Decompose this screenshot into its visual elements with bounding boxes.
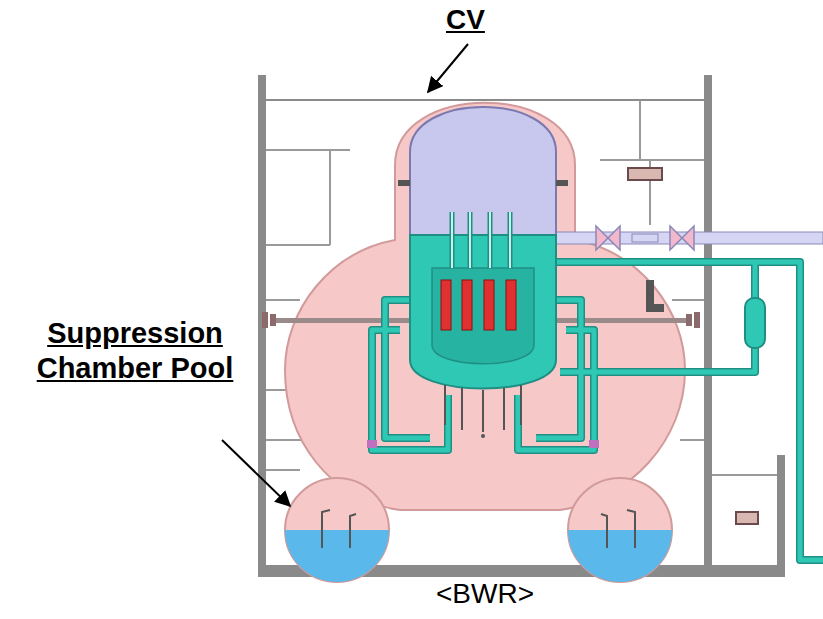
main-steam-line (632, 234, 658, 242)
main-steam-line (596, 226, 620, 250)
leader-arrow (222, 440, 290, 506)
shield-bar (686, 314, 692, 326)
suppression-pool (285, 478, 672, 582)
coolant-piping (367, 262, 823, 560)
reactor-pressure-vessel (488, 212, 493, 268)
reactor-pressure-vessel (461, 388, 463, 430)
main-steam-line (556, 226, 823, 250)
suppression-pool (322, 510, 635, 548)
equipment-symbol (628, 168, 662, 180)
coolant-piping (372, 262, 823, 560)
reactor-building (712, 474, 777, 476)
suppression-pool (601, 510, 635, 548)
reactor-pressure-vessel (450, 212, 455, 268)
reactor-building (329, 150, 331, 245)
reactor-pressure-vessel (410, 107, 556, 235)
suppression-pool (322, 510, 356, 548)
reactor-pressure-vessel (489, 212, 491, 268)
reactor-pressure-vessel (451, 212, 453, 268)
coolant-piping (367, 440, 377, 448)
reactor-pressure-vessel (482, 390, 484, 432)
reactor-pressure-vessel (503, 388, 505, 430)
reactor-pressure-vessel (445, 385, 521, 432)
reactor-pressure-vessel (506, 280, 516, 330)
reactor-building (266, 439, 305, 441)
equipment-symbol (628, 168, 758, 524)
coolant-piping (745, 298, 765, 348)
reactor-building (680, 439, 704, 441)
reactor-pressure-vessel (462, 280, 472, 330)
reactor-pressure-vessel (441, 280, 451, 330)
equipment-symbol (646, 280, 664, 312)
reactor-building (266, 299, 300, 301)
coolant-piping (589, 440, 599, 448)
reactor-building (672, 299, 704, 301)
reactor-building (266, 244, 330, 246)
reactor-pressure-vessel (410, 235, 556, 389)
diagram-caption: <BWR> (385, 578, 585, 610)
suppression-pool (568, 530, 672, 582)
reactor-building (600, 159, 704, 161)
shield-bar (262, 312, 268, 328)
containment-vessel (285, 103, 685, 510)
suppression-pool (285, 478, 389, 582)
suppression-pool (285, 530, 389, 582)
callout-label: Suppression Chamber Pool (8, 316, 262, 386)
shield-bar (270, 314, 276, 326)
callout-label: CV (446, 4, 485, 36)
reactor-pressure-vessel (452, 212, 510, 268)
reactor-building (704, 75, 712, 570)
reactor-pressure-vessel (432, 268, 534, 364)
reactor-pressure-vessel (556, 180, 568, 186)
suppression-pool (568, 478, 672, 582)
reactor-pressure-vessel (484, 280, 494, 330)
reactor-pressure-vessel (452, 212, 510, 268)
reactor-pressure-vessel (441, 280, 516, 330)
reactor-pressure-vessel (469, 212, 471, 268)
reactor-pressure-vessel (509, 212, 511, 268)
leader-arrow (222, 44, 468, 506)
equipment-symbol (736, 512, 758, 524)
leader-arrow (428, 44, 468, 92)
reactor-pressure-vessel (468, 212, 473, 268)
reactor-pressure-vessel (481, 434, 485, 438)
reactor-pressure-vessel (520, 385, 522, 425)
reactor-building (266, 99, 704, 101)
shield-bar (694, 312, 700, 328)
coolant-piping (372, 262, 823, 560)
reactor-building (266, 469, 300, 471)
reactor-building (639, 100, 641, 160)
reactor-building (777, 455, 785, 570)
reactor-pressure-vessel (508, 212, 513, 268)
reactor-pressure-vessel (398, 180, 410, 186)
reactor-building (266, 149, 350, 151)
main-steam-line (670, 226, 694, 250)
reactor-pressure-vessel (444, 385, 446, 425)
reactor-pressure-vessel (398, 107, 568, 438)
